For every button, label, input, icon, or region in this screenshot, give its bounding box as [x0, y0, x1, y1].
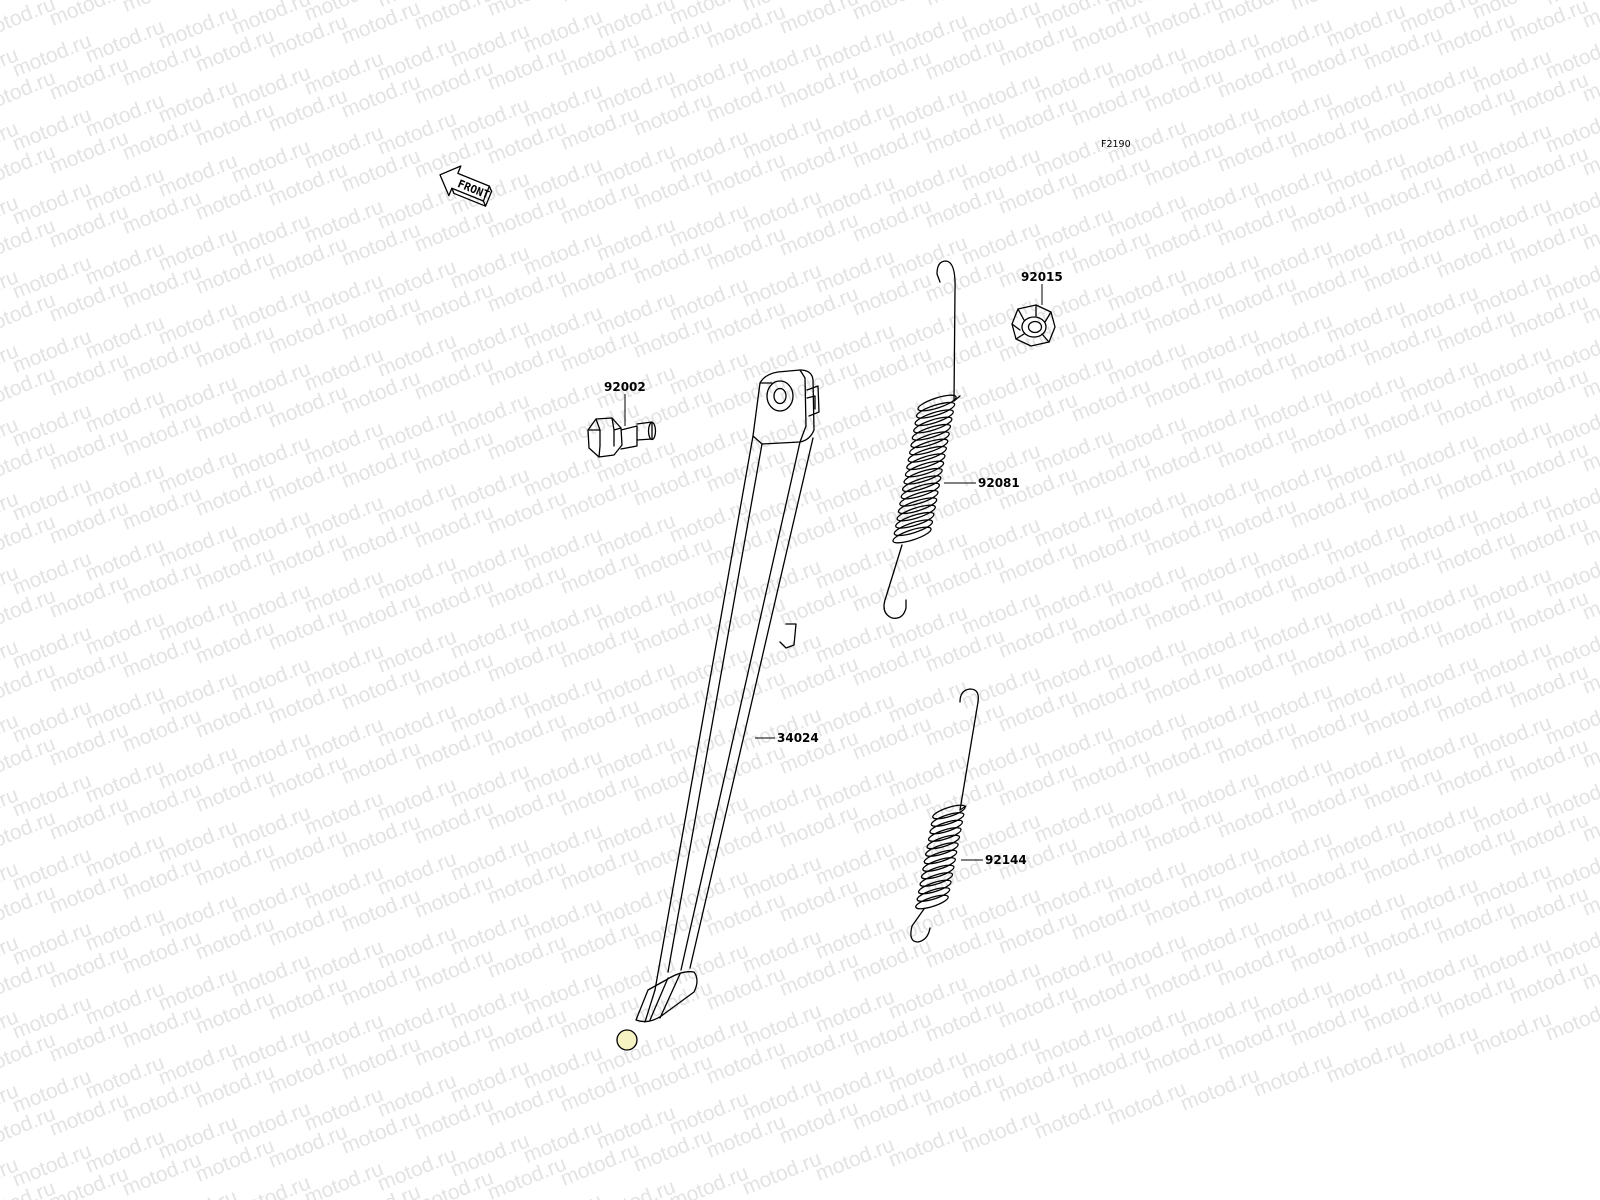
spring-coil — [903, 467, 943, 485]
watermark-text: motod.ru — [1250, 1049, 1335, 1101]
spring-coil — [914, 409, 954, 427]
callout-92015: 92015 — [1021, 270, 1063, 284]
spring-coil — [925, 842, 959, 857]
watermark-text: motod.ru — [411, 0, 496, 35]
watermark-text: motod.ru — [1323, 1035, 1408, 1087]
bolt-92002 — [587, 417, 657, 458]
watermark-text: motod.ru — [119, 0, 204, 17]
spring-coil — [919, 872, 954, 887]
callout-92002: 92002 — [604, 380, 646, 394]
spring-coil — [926, 834, 961, 850]
watermark-text: motod.ru — [557, 0, 642, 7]
watermark-text: motod.ru — [593, 1175, 678, 1200]
spring-92144 — [910, 688, 979, 943]
spring-coil — [904, 460, 945, 478]
spring-coil — [893, 519, 934, 537]
spring-coil — [929, 819, 964, 835]
spring-coil — [917, 879, 952, 895]
spring-coil — [922, 857, 956, 872]
nut-92015 — [1011, 304, 1056, 347]
spring-coil — [907, 445, 948, 463]
watermark-text: motod.ru — [1396, 1021, 1481, 1073]
spring-coil — [917, 394, 957, 412]
watermark-text: motod.ru — [958, 1105, 1043, 1157]
watermark-text: motod.ru — [739, 1147, 824, 1199]
spring-92081 — [883, 260, 961, 619]
spring-coil — [930, 812, 965, 827]
spring-coil — [920, 864, 955, 880]
watermark-text: motod.ru — [849, 0, 934, 25]
side-stand-34024 — [616, 369, 820, 1051]
watermark-text: motod.ru — [812, 1133, 897, 1185]
spring-coil — [892, 526, 932, 544]
spring-coil — [911, 423, 952, 441]
watermark-text: motod.ru — [0, 0, 59, 45]
spring-coil — [899, 489, 939, 507]
spring-coil — [915, 894, 949, 910]
spring-coil — [900, 482, 941, 500]
spring-coil — [915, 401, 956, 419]
spring-coil — [897, 497, 938, 515]
watermark-text: motod.ru — [1214, 0, 1299, 29]
watermark-text: motod.ru — [922, 0, 1007, 11]
spring-coil — [932, 804, 966, 820]
spring-coil — [927, 827, 962, 842]
watermark-text: motod.ru — [484, 0, 569, 21]
spring-coil — [923, 849, 958, 865]
spring-coil — [916, 887, 951, 902]
watermark-text: motod.ru — [1506, 0, 1591, 47]
callout-34024: 34024 — [777, 731, 819, 745]
spring-coil — [908, 438, 949, 456]
watermark-text: motod.ru — [1031, 1091, 1116, 1143]
spring-coil — [901, 475, 942, 493]
watermark-text: motod.ru — [228, 1171, 313, 1200]
watermark-text: motod.ru — [776, 0, 861, 39]
watermark-text: motod.ru — [666, 1161, 751, 1200]
watermark-text: motod.ru — [520, 1189, 605, 1200]
watermark-text: motod.ru — [1579, 0, 1600, 33]
spring-coil — [906, 453, 946, 471]
watermark-text: motod.ru — [1177, 1063, 1262, 1115]
spring-coil — [910, 431, 950, 449]
spring-coil — [913, 416, 953, 434]
watermark-text: motod.ru — [885, 1119, 970, 1171]
callout-92144: 92144 — [985, 853, 1027, 867]
watermark-text: motod.ru — [192, 0, 277, 3]
spring-coil — [896, 504, 936, 522]
diagram-code: F2190 — [1101, 139, 1131, 150]
watermark-text: motod.ru — [1104, 1077, 1189, 1129]
watermark-text: motod.ru — [1287, 0, 1372, 15]
watermark-text: motod.ru — [46, 0, 131, 31]
watermark-text: motod.ru — [1469, 1007, 1554, 1059]
watermark-text: motod.ru — [301, 1157, 386, 1200]
callout-92081: 92081 — [978, 476, 1020, 490]
watermark-text: motod.ru — [155, 1185, 240, 1200]
spring-coil — [895, 511, 935, 529]
